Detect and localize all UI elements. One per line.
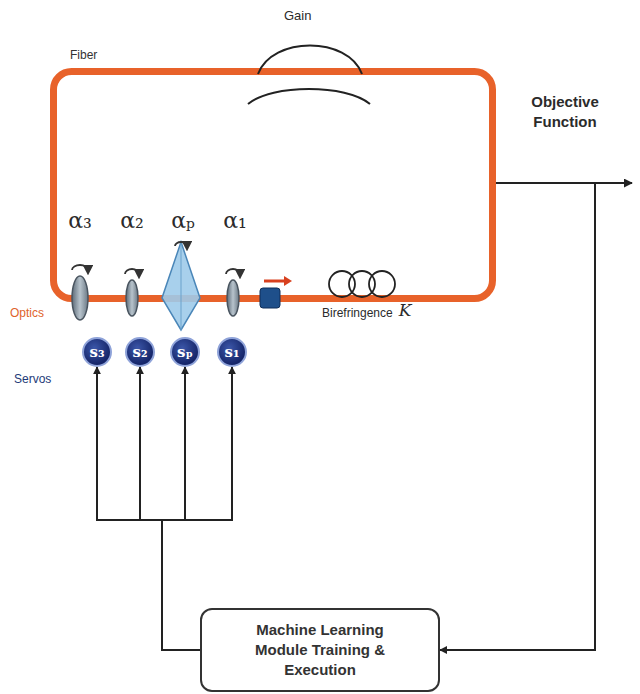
- box-label: Machine Learning Module Training & Execu…: [238, 620, 402, 681]
- part-label: Gain: [284, 8, 311, 23]
- part-label: K: [399, 300, 412, 320]
- direction-arrow: [284, 276, 292, 286]
- output-arrow: [595, 182, 632, 184]
- signal-arrow: [140, 367, 200, 650]
- direction-arrow: [264, 280, 284, 283]
- rotation-arrow: [175, 242, 187, 246]
- waveplate: [72, 276, 88, 320]
- servo-circle: s₁: [217, 337, 247, 367]
- part-label: Optics: [10, 306, 44, 320]
- polarizer-edge: [181, 242, 182, 330]
- rotation-arrow: [125, 269, 139, 274]
- waveplate: [227, 280, 239, 316]
- servo-circle: s₂: [125, 337, 155, 367]
- servo-circle: s₃: [82, 337, 112, 367]
- part-label: Birefringence: [322, 306, 393, 320]
- waveplate: [126, 280, 138, 316]
- angle-label: α₂: [120, 208, 144, 233]
- fiber-loop: Fiber: [50, 68, 496, 302]
- angle-label: α₃: [68, 208, 92, 233]
- edge-label: Objective Function: [500, 92, 630, 131]
- servo-label: s₁: [224, 345, 239, 360]
- servo-circle: sₚ: [170, 337, 200, 367]
- polarizer: [162, 242, 200, 330]
- signal-arrow: [97, 367, 200, 650]
- fiber-outline: [50, 68, 496, 302]
- isolator: [260, 288, 280, 308]
- servo-label: s₂: [132, 345, 147, 360]
- fiber-coil: [329, 271, 355, 297]
- gain-lens: [258, 46, 362, 75]
- part-label: Servos: [14, 372, 51, 386]
- fiber-coil: [369, 271, 395, 297]
- signal-arrow: [162, 367, 200, 650]
- signal-arrow: [440, 183, 595, 650]
- rotation-arrow: [226, 269, 240, 274]
- process-box: Machine Learning Module Training & Execu…: [200, 608, 440, 693]
- angle-label: αₚ: [171, 208, 195, 233]
- rotation-arrow: [72, 265, 88, 270]
- gain-lens: [248, 89, 370, 104]
- fiber-coil: [349, 271, 375, 297]
- servo-label: sₚ: [177, 345, 193, 360]
- angle-label: α₁: [223, 208, 247, 233]
- servo-label: s₃: [89, 345, 104, 360]
- fiber-line: [54, 72, 493, 299]
- fiber-label: Fiber: [70, 48, 97, 62]
